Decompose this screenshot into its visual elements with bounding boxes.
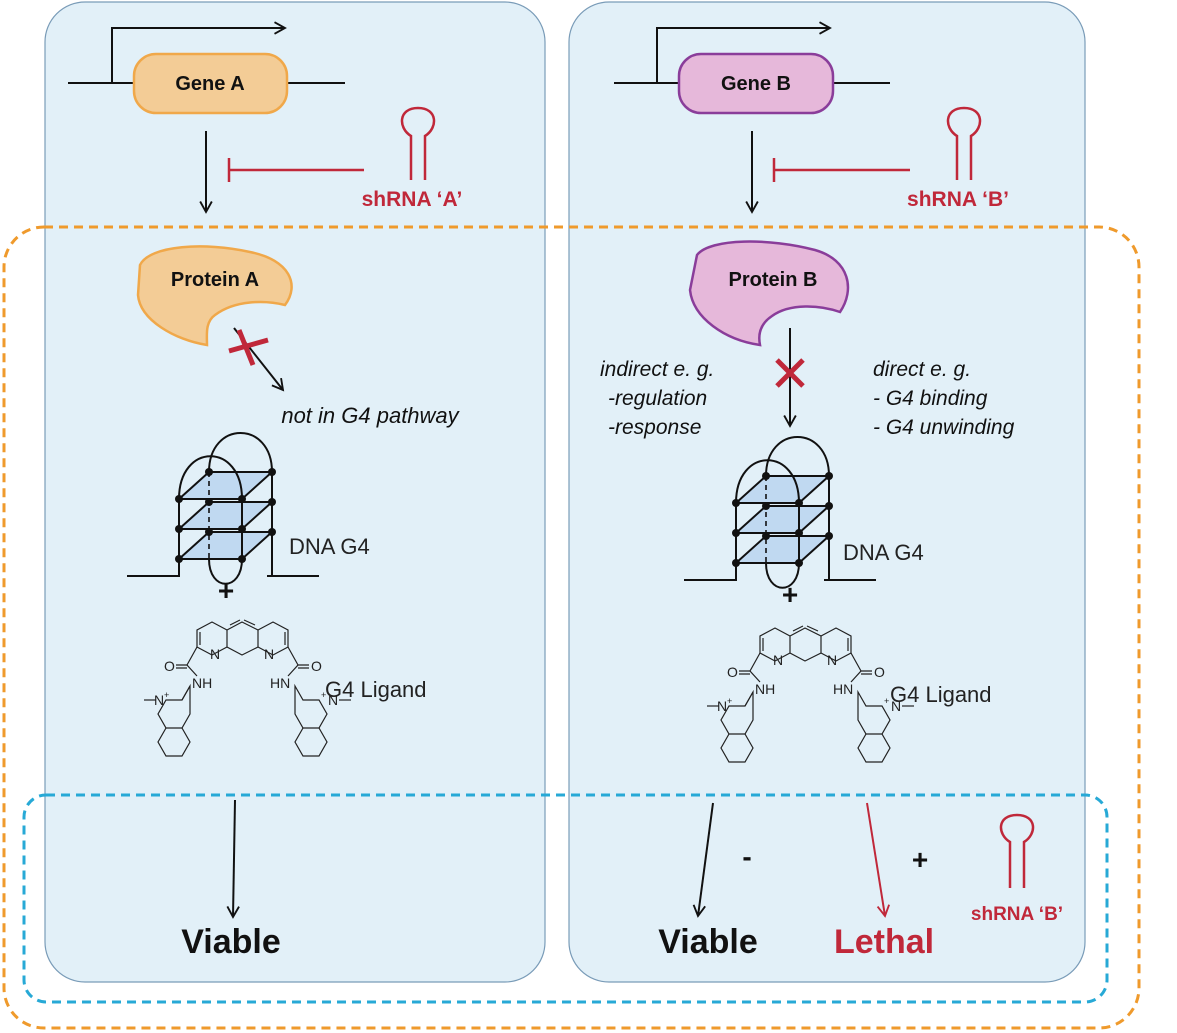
- atom-nh: NH: [192, 675, 212, 691]
- direct-item: - G4 unwinding: [873, 416, 1015, 439]
- protein-b: Protein B: [688, 240, 850, 347]
- indirect-mechanisms: indirect e. g. -regulation -response: [600, 358, 714, 439]
- orange-dashed-region: [2, 225, 1141, 1030]
- shrna-a-label: shRNA ‘A’: [362, 188, 463, 211]
- atom-n: N: [773, 652, 783, 668]
- outcome-arrow-lethal-b: [866, 802, 890, 918]
- protein-b-label: Protein B: [729, 269, 818, 291]
- ligand-structure-a: N N O O NH HN N + N +: [143, 619, 352, 757]
- outcome-arrow-a: [226, 799, 240, 919]
- hairpin-icon: [946, 106, 982, 180]
- atom-hn: HN: [833, 681, 853, 697]
- indirect-item: -regulation: [608, 387, 707, 410]
- atom-n-plus: N: [328, 692, 338, 708]
- g4-label-b: DNA G4: [843, 540, 924, 565]
- charge-plus: +: [164, 690, 169, 700]
- outcome-viable-a: Viable: [181, 923, 281, 961]
- shrna-b-bottom-label: shRNA ‘B’: [971, 904, 1063, 925]
- red-x-icon: [228, 329, 269, 366]
- atom-o: O: [164, 658, 175, 674]
- hairpin-icon: [400, 106, 436, 180]
- direct-title: direct e. g.: [873, 358, 971, 381]
- ligand-label-a: G4 Ligand: [325, 677, 427, 702]
- atom-n: N: [827, 652, 837, 668]
- atom-o: O: [311, 658, 322, 674]
- outcome-lethal-b: Lethal: [834, 923, 934, 961]
- outcome-arrow-viable-b: [692, 802, 714, 918]
- plus-b: +: [782, 579, 798, 610]
- promoter-arrow-icon: [656, 21, 832, 83]
- promoter-arrow-icon: [111, 21, 287, 83]
- shrna-b-label: shRNA ‘B’: [907, 188, 1009, 211]
- red-x-icon: [775, 358, 805, 388]
- direct-item: - G4 binding: [873, 387, 988, 410]
- minus-sign: -: [742, 841, 751, 872]
- atom-n: N: [210, 646, 220, 662]
- hairpin-icon: [999, 813, 1035, 888]
- indirect-item: -response: [608, 416, 701, 439]
- gene-b-label: Gene B: [721, 73, 791, 95]
- left-panel: [44, 1, 546, 983]
- ligand-structure-b: N N O O NH HN N + N +: [706, 625, 915, 763]
- outcome-viable-b: Viable: [658, 923, 758, 961]
- shrna-b-inhibition: [772, 158, 910, 182]
- atom-n-plus: N: [717, 698, 727, 714]
- gene-a-box: [132, 52, 289, 115]
- right-panel: [568, 1, 1086, 983]
- atom-n-plus: N: [891, 698, 901, 714]
- atom-n-plus: N: [154, 692, 164, 708]
- direct-mechanisms: direct e. g. - G4 binding - G4 unwinding: [873, 358, 1015, 439]
- atom-nh: NH: [755, 681, 775, 697]
- atom-n: N: [264, 646, 274, 662]
- gene-b-locus: Gene B: [614, 21, 890, 115]
- charge-plus: +: [727, 696, 732, 706]
- atom-o: O: [874, 664, 885, 680]
- gene-a-locus: Gene A: [68, 21, 345, 115]
- plus-sign: +: [912, 844, 928, 875]
- protein-a-label: Protein A: [171, 269, 259, 291]
- blue-dashed-region: [22, 793, 1109, 1004]
- atom-hn: HN: [270, 675, 290, 691]
- pathway-note: not in G4 pathway: [281, 403, 460, 428]
- gene-b-box: [677, 52, 835, 115]
- atom-o: O: [727, 664, 738, 680]
- charge-plus: +: [884, 696, 889, 706]
- indirect-title: indirect e. g.: [600, 358, 714, 381]
- charge-plus: +: [321, 690, 326, 700]
- protein-a: Protein A: [136, 245, 293, 347]
- plus-a: +: [218, 575, 234, 606]
- gene-a-label: Gene A: [175, 73, 244, 95]
- shrna-a-inhibition: [227, 158, 364, 182]
- ligand-label-b: G4 Ligand: [890, 682, 992, 707]
- g4-label-a: DNA G4: [289, 534, 370, 559]
